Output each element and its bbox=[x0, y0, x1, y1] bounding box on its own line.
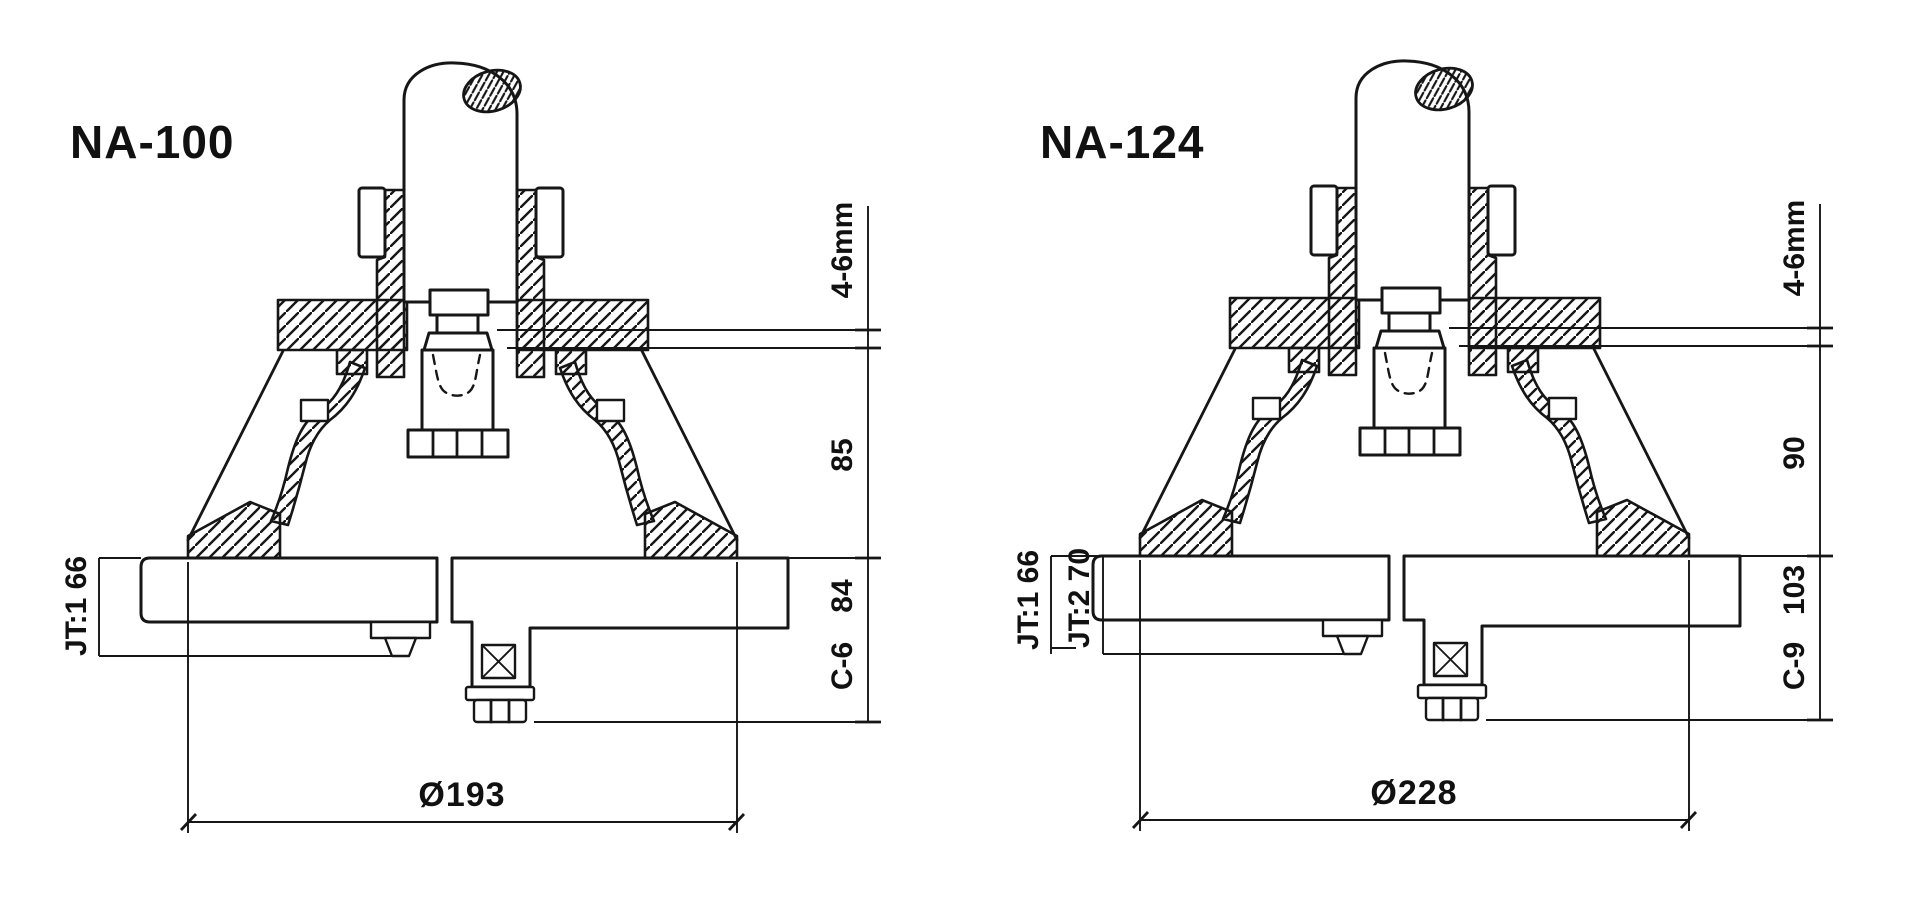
dim-spindle-taper-2: JT:2 70 bbox=[1063, 548, 1096, 648]
dim-lower-height: 84 bbox=[826, 579, 859, 613]
drawing-na-100: NA-100 4-6mm 85 84 C-6 JT:1 66 Ø193 bbox=[60, 61, 883, 835]
dim-column-code: C-9 bbox=[1778, 642, 1811, 690]
dim-flange-diameter: Ø228 bbox=[1370, 774, 1457, 812]
dim-body-height: 90 bbox=[1778, 436, 1811, 469]
dim-body-height: 85 bbox=[826, 438, 859, 471]
machine-body-na-100 bbox=[97, 61, 883, 835]
dim-column-code: C-6 bbox=[826, 642, 859, 690]
model-label: NA-124 bbox=[1040, 116, 1205, 168]
machine-body-na-124 bbox=[1049, 59, 1835, 833]
jt2-bracket bbox=[1089, 555, 1117, 654]
model-label: NA-100 bbox=[70, 116, 235, 168]
drawing-na-124: NA-124 4-6mm 90 103 C-9 JT:1 66 JT:2 70 … bbox=[1012, 59, 1835, 833]
dim-spindle-taper: JT:1 66 bbox=[1012, 550, 1045, 650]
dim-blade-gap: 4-6mm bbox=[826, 202, 859, 299]
dim-spindle-taper: JT:1 66 bbox=[60, 556, 93, 656]
dim-flange-diameter: Ø193 bbox=[418, 776, 505, 814]
dim-blade-gap: 4-6mm bbox=[1778, 200, 1811, 297]
dim-lower-height: 103 bbox=[1778, 565, 1811, 615]
